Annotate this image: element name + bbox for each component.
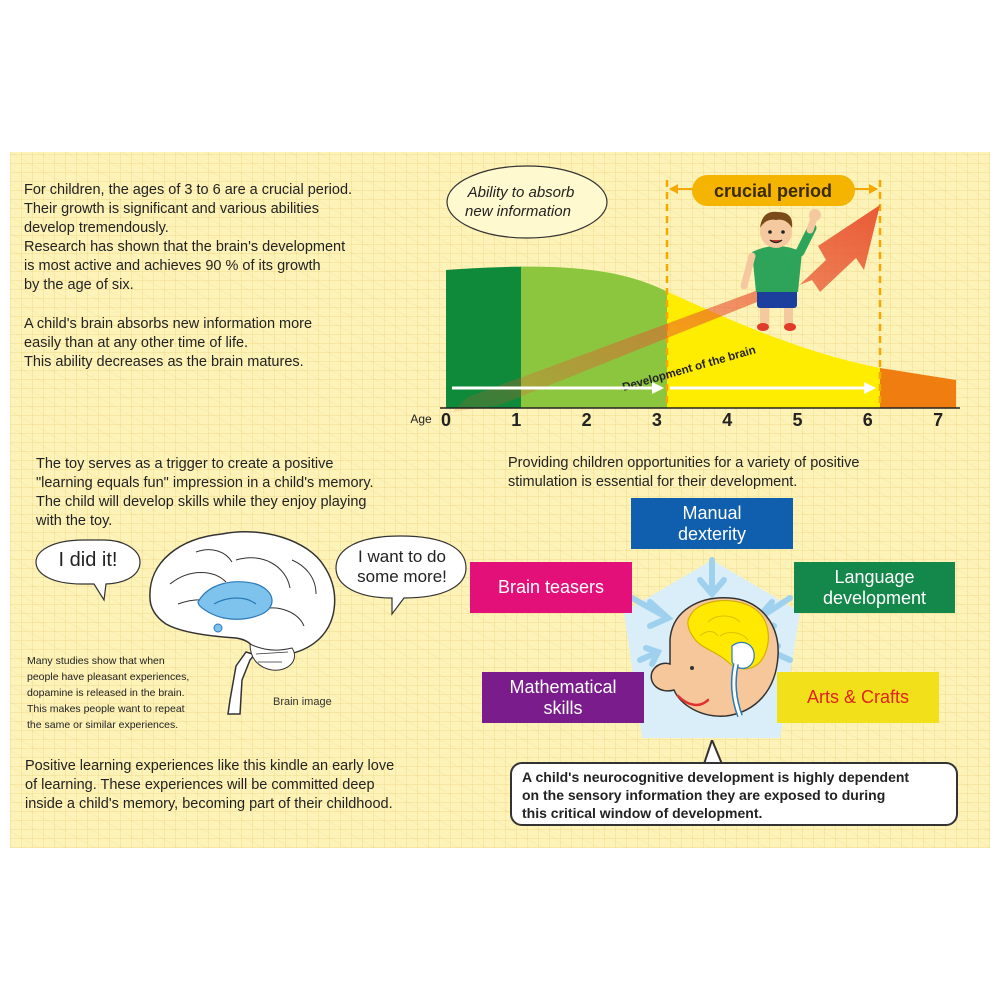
speech-text-right: I want to do some more! bbox=[357, 547, 447, 586]
age-tick-1: 1 bbox=[511, 410, 521, 430]
brain-development-chart: crucial period Ability to absorb new inf… bbox=[410, 165, 960, 430]
age-tick-2: 2 bbox=[582, 410, 592, 430]
crucial-period-label: crucial period bbox=[714, 181, 832, 201]
brain-illustration bbox=[35, 531, 467, 715]
intro-paragraph-2: A child's brain absorbs new information … bbox=[24, 316, 313, 370]
skill-language-development: Language development bbox=[794, 562, 955, 613]
crucial-period-badge bbox=[692, 175, 855, 206]
brain-development-arrow bbox=[452, 205, 880, 412]
speech-bubble-left bbox=[35, 539, 141, 602]
skill-label: Brain teasers bbox=[497, 577, 605, 597]
stimulation-paragraph: Providing children opportunities for a v… bbox=[508, 455, 860, 490]
age-tick-6: 6 bbox=[863, 410, 873, 430]
speech-text-left: I did it! bbox=[58, 549, 118, 571]
skill-label: Language development bbox=[822, 566, 927, 608]
age-tick-0: 0 bbox=[441, 410, 451, 430]
ability-band-age-6-7 bbox=[880, 368, 956, 408]
age-axis-label: Age bbox=[410, 412, 432, 426]
child-head-illustration bbox=[650, 597, 779, 718]
head-diagram bbox=[624, 557, 800, 738]
toy-paragraph: The toy serves as a trigger to create a … bbox=[36, 456, 374, 529]
speech-bubble-right bbox=[335, 535, 467, 616]
age-arrowhead-1 bbox=[652, 382, 664, 394]
skill-brain-teasers: Brain teasers bbox=[470, 562, 632, 613]
neurocognitive-callout: A child's neurocognitive development is … bbox=[510, 762, 958, 826]
skill-label: Mathematical skills bbox=[509, 676, 617, 718]
skill-arts-crafts: Arts & Crafts bbox=[777, 672, 939, 723]
boy-character bbox=[740, 209, 821, 331]
crucial-left-arrowhead bbox=[669, 184, 678, 194]
learning-paragraph: Positive learning experiences like this … bbox=[25, 758, 395, 812]
skill-label: Manual dexterity bbox=[677, 502, 747, 544]
skill-mathematical-skills: Mathematical skills bbox=[482, 672, 644, 723]
age-arrowhead-2 bbox=[864, 382, 876, 394]
intro-paragraph-1: For children, the ages of 3 to 6 are a c… bbox=[24, 182, 353, 293]
brain-outline bbox=[149, 531, 336, 715]
age-tick-4: 4 bbox=[722, 410, 732, 430]
ability-bubble-line-1: Ability to absorb bbox=[467, 184, 575, 201]
age-tick-3: 3 bbox=[652, 410, 662, 430]
skill-label: Arts & Crafts bbox=[806, 687, 909, 707]
crucial-right-arrowhead bbox=[869, 184, 878, 194]
age-tick-5: 5 bbox=[792, 410, 802, 430]
ability-bubble bbox=[446, 165, 608, 239]
dopamine-note: Many studies show that when people have … bbox=[27, 655, 190, 731]
skill-manual-dexterity: Manual dexterity bbox=[631, 498, 793, 549]
age-tick-7: 7 bbox=[933, 410, 943, 430]
ability-bubble-line-2: new information bbox=[465, 203, 571, 220]
brain-image-caption: Brain image bbox=[273, 696, 332, 708]
age-tick-labels: 0 1 2 3 4 5 6 7 bbox=[441, 410, 943, 430]
